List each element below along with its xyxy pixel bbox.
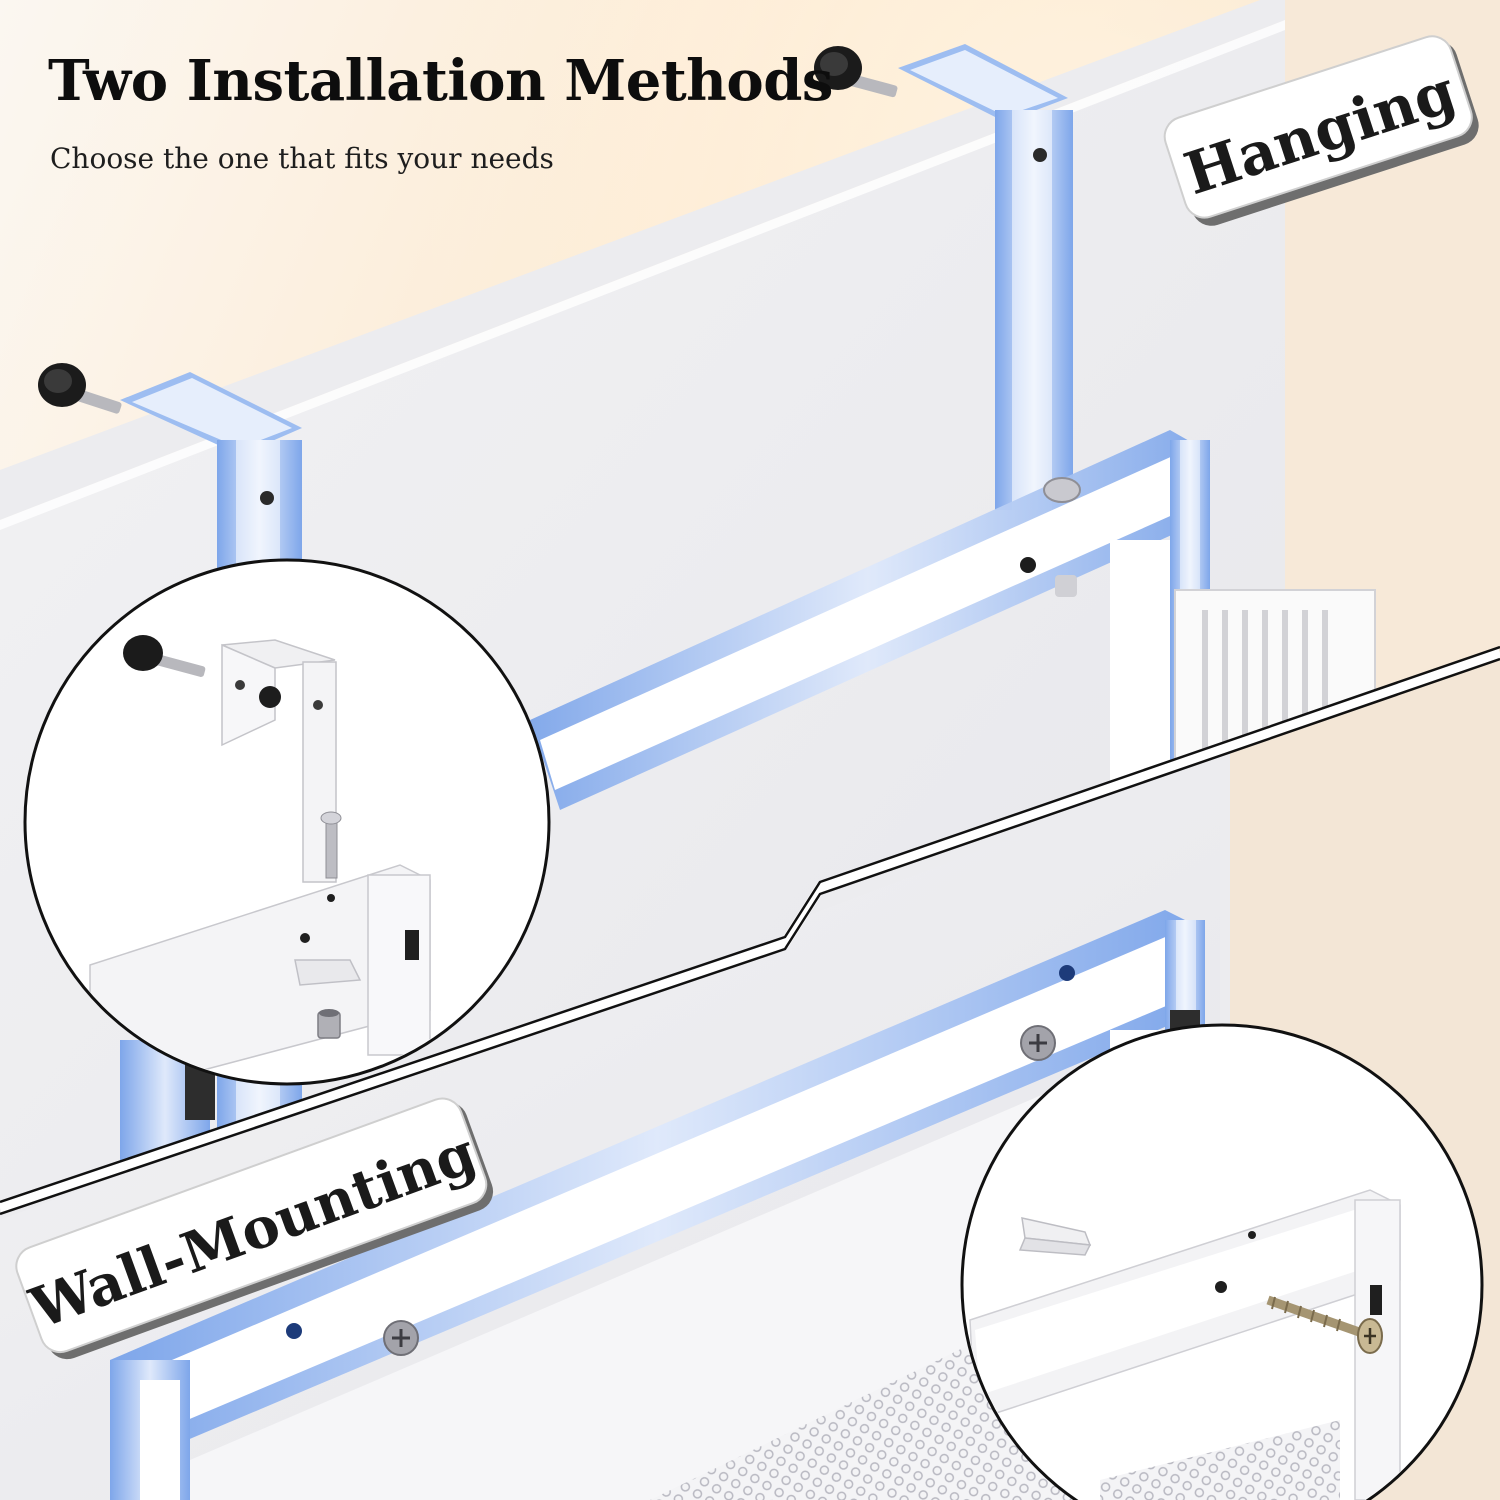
divider-line	[0, 645, 1500, 1216]
wall-anchor-icon	[1018, 1217, 1092, 1256]
hanging-detail-circle	[23, 558, 551, 1086]
over-door-hook-icon	[221, 639, 337, 883]
bolt-icon	[320, 811, 342, 879]
page-subtitle: Choose the one that fits your needs	[50, 142, 554, 175]
thumb-screw-icon	[814, 46, 898, 98]
thumb-screw-icon	[123, 635, 206, 677]
screw-head-icon	[383, 1320, 419, 1356]
nut-icon	[317, 1009, 341, 1039]
right-over-door-hook	[898, 44, 1073, 510]
wood-screw-icon	[1266, 1295, 1383, 1354]
thumb-screw-icon	[38, 363, 122, 414]
screw-head-icon	[1020, 1025, 1056, 1061]
wall-mounting-detail-circle	[960, 1023, 1484, 1500]
page-title: Two Installation Methods	[48, 48, 833, 114]
